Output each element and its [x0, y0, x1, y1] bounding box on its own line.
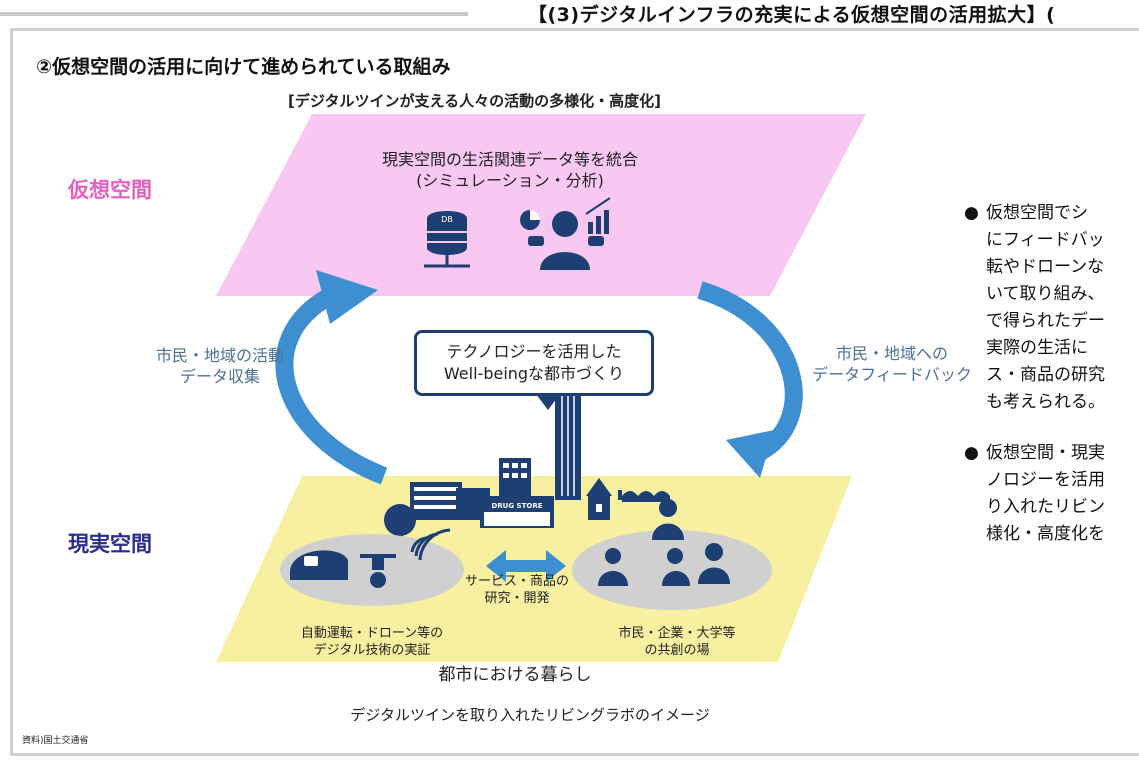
city-life-label: 都市における暮らし	[438, 665, 592, 685]
wellbeing-city-bubble: テクノロジーを活用した Well-beingな都市づくり	[414, 330, 654, 396]
virtual-space-title-line1: 現実空間の生活関連データ等を統合	[381, 150, 638, 169]
analyst-chart-icon	[520, 197, 611, 270]
bubble-line2: Well-beingな都市づくり	[443, 364, 625, 383]
autonomous-line2: デジタル技術の実証	[313, 642, 431, 658]
data-collection-line1: 市民・地域の活動	[155, 346, 284, 365]
data-feedback-line2: データフィードバック	[812, 364, 972, 384]
service-line2: 研究・開発	[484, 590, 550, 606]
top-divider-line	[0, 12, 468, 16]
bullet-line: 仮想空間でシ	[986, 203, 1088, 223]
virtual-space-label: 仮想空間	[68, 178, 152, 202]
database-server-icon	[424, 211, 470, 268]
service-rnd-label: サービス・商品の 研究・開発	[462, 574, 572, 608]
co-creation-label: 市民・企業・大学等 の共創の場	[592, 626, 762, 660]
virtual-space-plane	[216, 114, 866, 296]
service-line1: サービス・商品の	[464, 574, 569, 589]
db-icon-text: DB	[441, 215, 453, 224]
data-feedback-label: 市民・地域への データフィードバック	[800, 344, 984, 386]
drugstore-sign: DRUG STORE	[491, 502, 542, 510]
bullet-item: ● 仮想空間・現実 ノロジーを活用 り入れたリビン 様化・高度化を	[964, 440, 1139, 548]
data-feedback-arrow	[697, 281, 803, 478]
data-feedback-line1: 市民・地域への	[835, 344, 948, 363]
cocreation-line1: 市民・企業・大学等	[618, 626, 736, 641]
source-note: 資料)国土交通省	[22, 736, 89, 746]
car-drone-wifi-icons	[290, 528, 451, 588]
autonomous-line1: 自動運転・ドローン等の	[300, 626, 444, 641]
diagram-subtitle: [デジタルツインが支える人々の活動の多様化・高度化]	[288, 92, 661, 110]
bubble-pointer	[536, 394, 560, 410]
data-collection-arrow	[275, 270, 388, 485]
bullet-line: 仮想空間・現実	[986, 443, 1105, 463]
bullet-line: ス・商品の研究	[986, 365, 1105, 385]
bullet-text: 仮想空間・現実 ノロジーを活用 り入れたリビン 様化・高度化を	[986, 440, 1105, 548]
double-headed-arrow	[486, 550, 566, 582]
bullet-line: で得られたデー	[986, 311, 1105, 331]
bullet-line: いて取り組み、	[986, 284, 1105, 304]
co-creation-area	[572, 530, 772, 610]
real-space-label: 現実空間	[68, 532, 152, 556]
bullet-line: 実際の生活に	[986, 338, 1088, 358]
bullet-text: 仮想空間でシ にフィードバッ 転やドローンな いて取り組み、 で得られたデー 実…	[986, 200, 1105, 416]
city-buildings-illustration	[384, 388, 670, 542]
autonomous-tech-label: 自動運転・ドローン等の デジタル技術の実証	[288, 626, 456, 660]
bullet-line: 転やドローンな	[986, 257, 1105, 277]
cocreation-line2: の共創の場	[644, 642, 710, 658]
bullet-item: ● 仮想空間でシ にフィードバッ 転やドローンな いて取り組み、 で得られたデー…	[964, 200, 1139, 416]
page-header-title: 【(3)デジタルインフラの充実による仮想空間の活用拡大】(	[528, 4, 1056, 26]
bullet-line: も考えられる。	[986, 392, 1105, 412]
bullet-line: にフィードバッ	[986, 230, 1105, 250]
data-collection-label: 市民・地域の活動 データ収集	[130, 346, 310, 388]
bullet-dot: ●	[964, 203, 979, 223]
bullet-line: ノロジーを活用	[986, 470, 1105, 490]
bullet-line: り入れたリビン	[986, 497, 1105, 517]
people-icons	[598, 499, 730, 586]
virtual-space-title: 現実空間の生活関連データ等を統合 (シミュレーション・分析)	[360, 150, 660, 192]
bullet-line: 様化・高度化を	[986, 524, 1105, 544]
bullet-list: ● 仮想空間でシ にフィードバッ 転やドローンな いて取り組み、 で得られたデー…	[964, 200, 1139, 572]
virtual-space-title-line2: (シミュレーション・分析)	[416, 170, 604, 190]
diagram-caption: デジタルツインを取り入れたリビングラボのイメージ	[350, 706, 710, 724]
bubble-line1: テクノロジーを活用した	[446, 342, 622, 362]
data-collection-line2: データ収集	[179, 366, 260, 386]
section-title: ②仮想空間の活用に向けて進められている取組み	[36, 56, 451, 78]
bullet-dot: ●	[964, 443, 979, 463]
content-frame	[10, 28, 1139, 756]
